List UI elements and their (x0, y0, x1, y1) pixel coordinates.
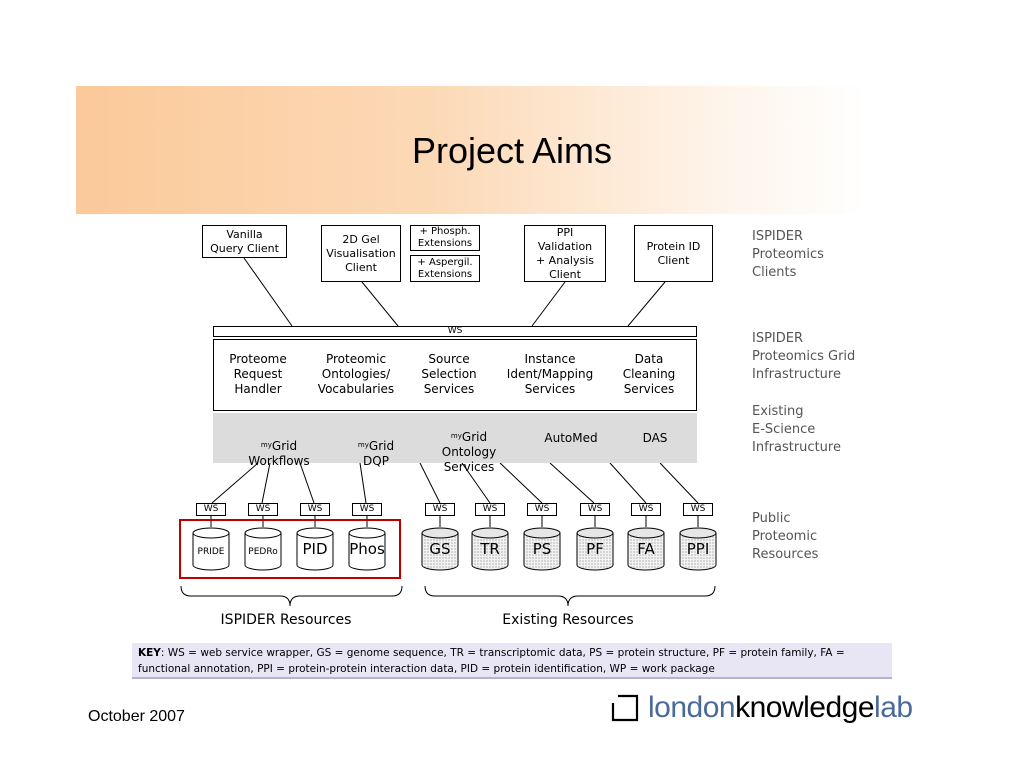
page-title: Project Aims (411, 130, 613, 171)
logo-bracket-icon (611, 694, 639, 722)
existing-resources-label: Existing Resources (502, 612, 634, 628)
tr-database: TR (471, 527, 509, 571)
vanilla-query-client: Vanilla Query Client (202, 225, 287, 258)
title-band (76, 86, 866, 214)
pride-database: PRIDE (192, 527, 230, 571)
ppi-validation-client: PPI Validation + Analysis Client (524, 225, 606, 282)
pedro-database: PEDRo (244, 527, 282, 571)
ps-database: PS (523, 527, 561, 571)
gs-database: GS (421, 527, 459, 571)
ws-wrapper: WS (248, 503, 278, 516)
ws-wrapper: WS (300, 503, 330, 516)
fa-database: FA (627, 527, 665, 571)
pf-database: PF (576, 527, 614, 571)
london-knowledge-lab-logo: londonknowledgelab (610, 688, 913, 728)
protein-id-client: Protein ID Client (634, 225, 713, 282)
ispider-resources-label: ISPIDER Resources (220, 612, 352, 628)
ws-wrapper: WS (631, 503, 661, 516)
ppi-database: PPI (679, 527, 717, 571)
ws-wrapper: WS (580, 503, 610, 516)
aspergil-extensions: + Aspergil. Extensions (410, 255, 480, 282)
key-text: : WS = web service wrapper, GS = genome … (138, 647, 845, 675)
ws-wrapper: WS (475, 503, 505, 516)
footer-date: October 2007 (88, 708, 185, 725)
side-label-clients: ISPIDER Proteomics Clients (752, 229, 824, 280)
side-label-escience: Existing E-Science Infrastructure (752, 404, 841, 455)
ws-wrapper: WS (527, 503, 557, 516)
ws-wrapper: WS (196, 503, 226, 516)
ws-bar: WS (213, 326, 697, 337)
ispider-resources-highlight (179, 519, 401, 579)
side-label-grid: ISPIDER Proteomics Grid Infrastructure (752, 331, 856, 382)
ws-wrapper: WS (683, 503, 713, 516)
proteome-request-handler: Proteome Request Handler (229, 352, 287, 396)
gel-visualisation-client: 2D Gel Visualisation Client (321, 225, 401, 282)
phos-database: Phos (348, 527, 386, 571)
source-selection-services: Source Selection Services (421, 352, 477, 396)
automed: AutoMed (544, 431, 598, 445)
side-label-public: Public Proteomic Resources (752, 511, 819, 562)
key-label: KEY (138, 647, 161, 659)
phosph-extensions: + Phosph. Extensions (410, 225, 480, 251)
ws-wrapper: WS (425, 503, 455, 516)
instance-ident-mapping: Instance Ident/Mapping Services (506, 352, 594, 396)
key-legend: KEY: WS = web service wrapper, GS = geno… (132, 643, 892, 679)
logo-text: londonknowledgelab (648, 691, 913, 724)
proteomic-ontologies: Proteomic Ontologies/ Vocabularies (317, 352, 395, 396)
pid-database: PID (296, 527, 334, 571)
ws-wrapper: WS (352, 503, 382, 516)
data-cleaning-services: Data Cleaning Services (622, 352, 676, 396)
das: DAS (642, 431, 668, 445)
grid-infrastructure-box: Proteome Request Handler Proteomic Ontol… (213, 339, 697, 411)
